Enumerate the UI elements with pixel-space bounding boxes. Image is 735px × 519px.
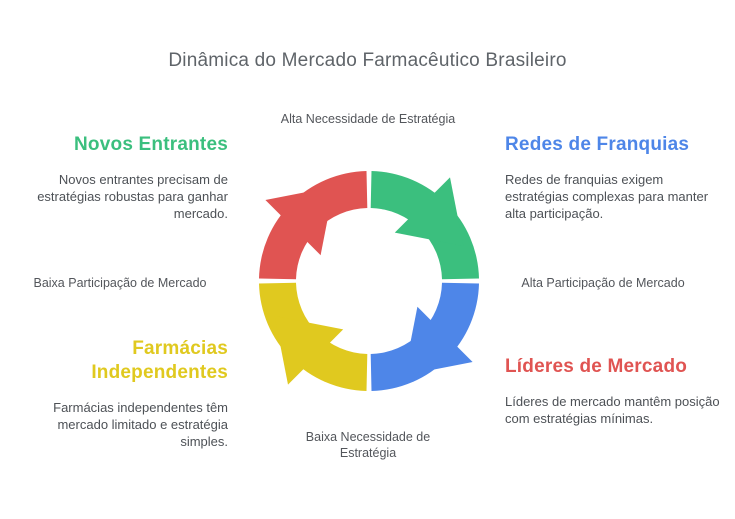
quadrant-title-farmacias-independentes: Farmácias Independentes bbox=[91, 338, 228, 383]
cycle-arrow-bottom-left bbox=[259, 282, 368, 391]
quadrant-farmacias-independentes: Farmácias Independentes Farmácias indepe… bbox=[36, 337, 228, 450]
quadrant-body-redes-de-franquias: Redes de franquias exigem estratégias co… bbox=[505, 171, 709, 222]
quadrant-body-novos-entrantes: Novos entrantes precisam de estratégias … bbox=[37, 171, 228, 222]
arrowhead-bottom-right bbox=[404, 306, 473, 376]
page-title: Dinâmica do Mercado Farmacêutico Brasile… bbox=[168, 50, 567, 71]
quadrant-title-novos-entrantes: Novos Entrantes bbox=[74, 134, 228, 155]
cycle-arrow-top-left bbox=[259, 171, 368, 280]
quadrant-novos-entrantes: Novos Entrantes Novos entrantes precisam… bbox=[36, 133, 228, 223]
quadrant-lideres-de-mercado: Líderes de Mercado Líderes de mercado ma… bbox=[505, 355, 720, 427]
quadrant-title-redes-de-franquias: Redes de Franquias bbox=[505, 134, 690, 155]
axis-label-bottom-line2: Estratégia bbox=[339, 446, 397, 461]
cycle-arrow-top-right bbox=[370, 171, 479, 280]
axis-label-right: Alta Participação de Mercado bbox=[521, 276, 685, 290]
quadrant-title-lideres-de-mercado: Líderes de Mercado bbox=[505, 356, 688, 377]
arrowhead-top-left bbox=[265, 186, 334, 256]
arrowhead-top-right bbox=[394, 177, 464, 246]
quadrant-body-lideres-de-mercado: Líderes de mercado mantêm posição com es… bbox=[505, 393, 720, 427]
axis-label-left: Baixa Participação de Mercado bbox=[33, 276, 207, 290]
cycle-arrow-bottom-right bbox=[370, 282, 479, 391]
quadrant-redes-de-franquias: Redes de Franquias Redes de franquias ex… bbox=[505, 133, 717, 223]
axis-label-top: Alta Necessidade de Estratégia bbox=[280, 112, 456, 126]
axis-label-bottom: Baixa Necessidade de Estratégia bbox=[168, 429, 568, 462]
axis-label-bottom-line1: Baixa Necessidade de bbox=[305, 430, 431, 444]
quadrant-body-farmacias-independentes: Farmácias independentes têm mercado limi… bbox=[53, 399, 228, 450]
arrowhead-bottom-left bbox=[274, 316, 344, 385]
